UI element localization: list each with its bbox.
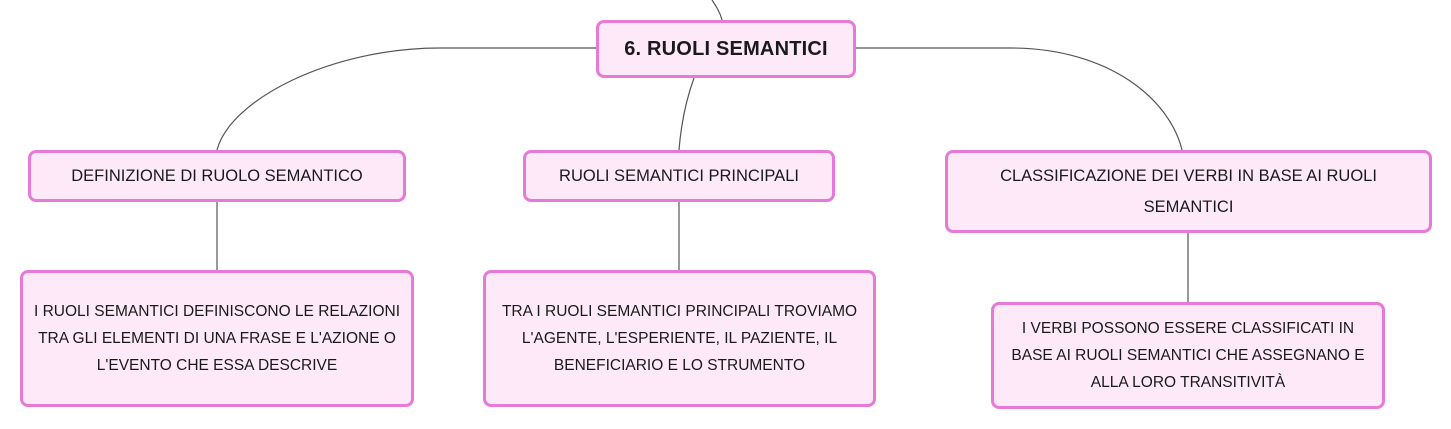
detail-node-definizione[interactable]: I RUOLI SEMANTICI DEFINISCONO LE RELAZIO… — [20, 270, 414, 407]
topic-node-classificazione[interactable]: CLASSIFICAZIONE DEI VERBI IN BASE AI RUO… — [945, 150, 1432, 233]
connector-root-to-classificazione — [855, 47, 1183, 151]
detail-text: I RUOLI SEMANTICI DEFINISCONO LE RELAZIO… — [33, 303, 401, 374]
connector-from-parent — [711, 0, 723, 21]
topic-label: CLASSIFICAZIONE DEI VERBI IN BASE AI RUO… — [1000, 166, 1377, 216]
root-label: 6. RUOLI SEMANTICI — [624, 37, 828, 60]
detail-node-principali[interactable]: TRA I RUOLI SEMANTICI PRINCIPALI TROVIAM… — [483, 270, 876, 407]
topic-node-definizione[interactable]: DEFINIZIONE DI RUOLO SEMANTICO — [28, 150, 406, 202]
connector-root-to-definizione — [216, 47, 596, 151]
detail-text: TRA I RUOLI SEMANTICI PRINCIPALI TROVIAM… — [501, 303, 858, 374]
detail-text: I VERBI POSSONO ESSERE CLASSIFICATI IN B… — [1011, 320, 1365, 391]
topic-label: DEFINIZIONE DI RUOLO SEMANTICO — [71, 166, 363, 185]
root-node[interactable]: 6. RUOLI SEMANTICI — [596, 20, 856, 78]
topic-label: RUOLI SEMANTICI PRINCIPALI — [559, 166, 799, 185]
topic-node-principali[interactable]: RUOLI SEMANTICI PRINCIPALI — [523, 150, 835, 202]
detail-node-classificazione[interactable]: I VERBI POSSONO ESSERE CLASSIFICATI IN B… — [991, 302, 1385, 409]
connector-root-to-principali — [678, 77, 695, 151]
